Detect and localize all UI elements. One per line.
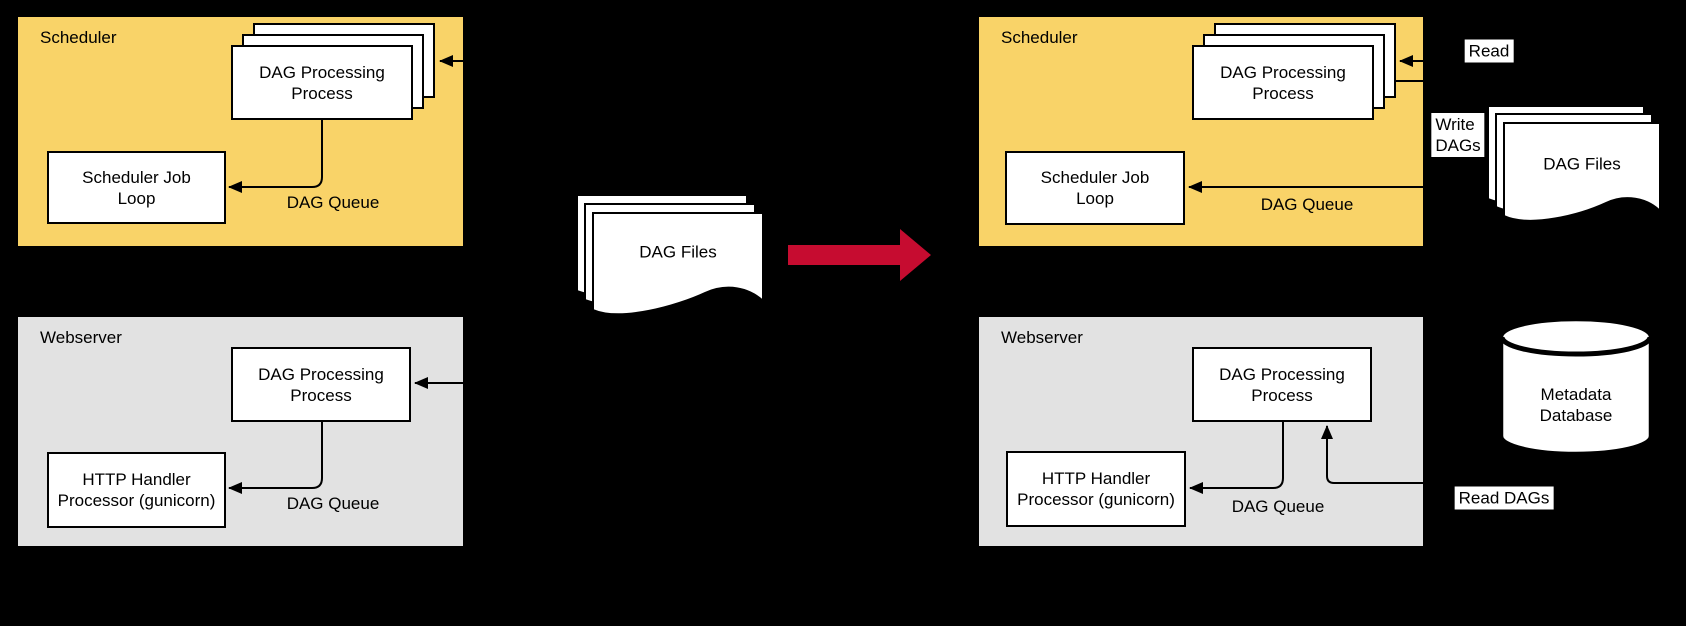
read-edge-label: Read — [1464, 39, 1514, 63]
scheduler-job-loop-node-after: Scheduler Job Loop — [1005, 151, 1185, 225]
dag-processing-process-node-scheduler-before: DAG Processing Process — [231, 45, 413, 120]
cylinder-top — [1500, 318, 1652, 356]
http-handler-node-after: HTTP Handler Processor (gunicorn) — [1006, 451, 1186, 527]
dag-files-label-middle: DAG Files — [639, 242, 717, 262]
webserver-title-after: Webserver — [1001, 328, 1083, 347]
write-dags-edge-label: Write DAGs — [1431, 113, 1485, 157]
scheduler-title-before: Scheduler — [40, 28, 117, 47]
dag-queue-edge-label-webserver-before: DAG Queue — [286, 494, 380, 513]
dag-processing-process-node-scheduler-after: DAG Processing Process — [1192, 45, 1374, 120]
scheduler-job-loop-node-before: Scheduler Job Loop — [47, 151, 226, 224]
webserver-title-before: Webserver — [40, 328, 122, 347]
scheduler-title-after: Scheduler — [1001, 28, 1078, 47]
metadata-database-label: Metadata Database — [1539, 385, 1613, 425]
read-dags-edge-label: Read DAGs — [1454, 486, 1554, 510]
dag-queue-edge-label-scheduler-after: DAG Queue — [1260, 195, 1354, 214]
http-handler-node-before: HTTP Handler Processor (gunicorn) — [47, 452, 226, 528]
before-after-transition-arrow — [788, 229, 931, 281]
dag-processing-process-node-webserver-after: DAG Processing Process — [1192, 347, 1372, 422]
document-page-front — [592, 212, 764, 316]
dag-files-label-after: DAG Files — [1543, 154, 1621, 174]
cylinder-top-shadow-arc — [1499, 336, 1653, 357]
dag-processing-process-node-webserver-before: DAG Processing Process — [231, 347, 411, 422]
dag-queue-edge-label-scheduler-before: DAG Queue — [286, 193, 380, 212]
dag-queue-edge-label-webserver-after: DAG Queue — [1231, 497, 1325, 516]
